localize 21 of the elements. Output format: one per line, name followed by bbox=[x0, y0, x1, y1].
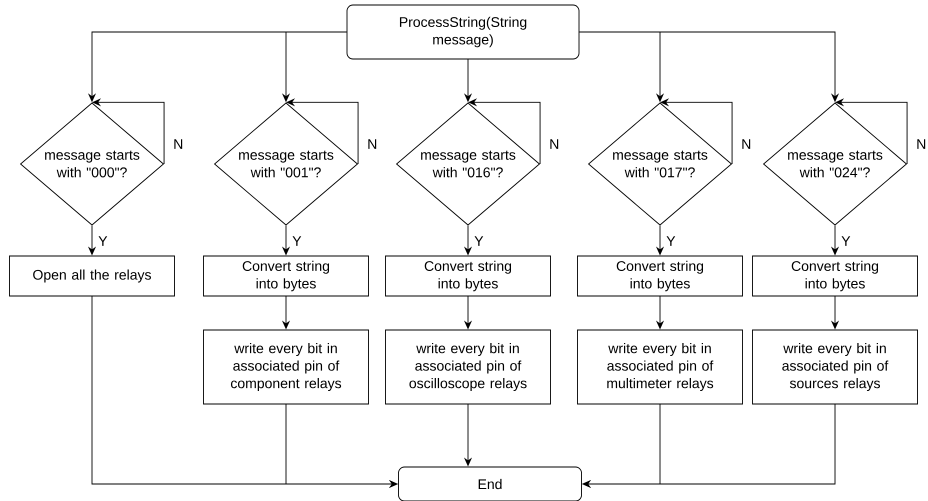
process-box: Convert string into bytes bbox=[752, 256, 918, 296]
edge-label: Y bbox=[292, 236, 302, 246]
edge-label: Y bbox=[666, 236, 676, 246]
process-box: write every bit in associated pin of oscilloscope relays bbox=[385, 330, 551, 404]
edge-label: N bbox=[368, 139, 376, 149]
process-box: Convert string into bytes bbox=[385, 256, 551, 296]
end-box: End bbox=[398, 466, 582, 501]
process-box: Convert string into bytes bbox=[203, 256, 369, 296]
edge-label: N bbox=[174, 139, 182, 149]
process-box: Open all the relays bbox=[9, 256, 175, 296]
edge-label: Y bbox=[98, 236, 108, 246]
edge-label: Y bbox=[842, 236, 850, 246]
edge-label: N bbox=[917, 139, 926, 149]
process-box: Convert string into bytes bbox=[577, 256, 743, 296]
edge-label: N bbox=[550, 139, 558, 149]
process-box: write every bit in associated pin of multimeter relays bbox=[577, 330, 743, 404]
process-box: write every bit in associated pin of component relays bbox=[203, 330, 369, 404]
start-box: ProcessString(String message) bbox=[346, 4, 580, 60]
edge-label: N bbox=[742, 139, 750, 149]
edge-label: Y bbox=[474, 236, 484, 246]
process-box: write every bit in associated pin of sources relays bbox=[752, 330, 918, 404]
